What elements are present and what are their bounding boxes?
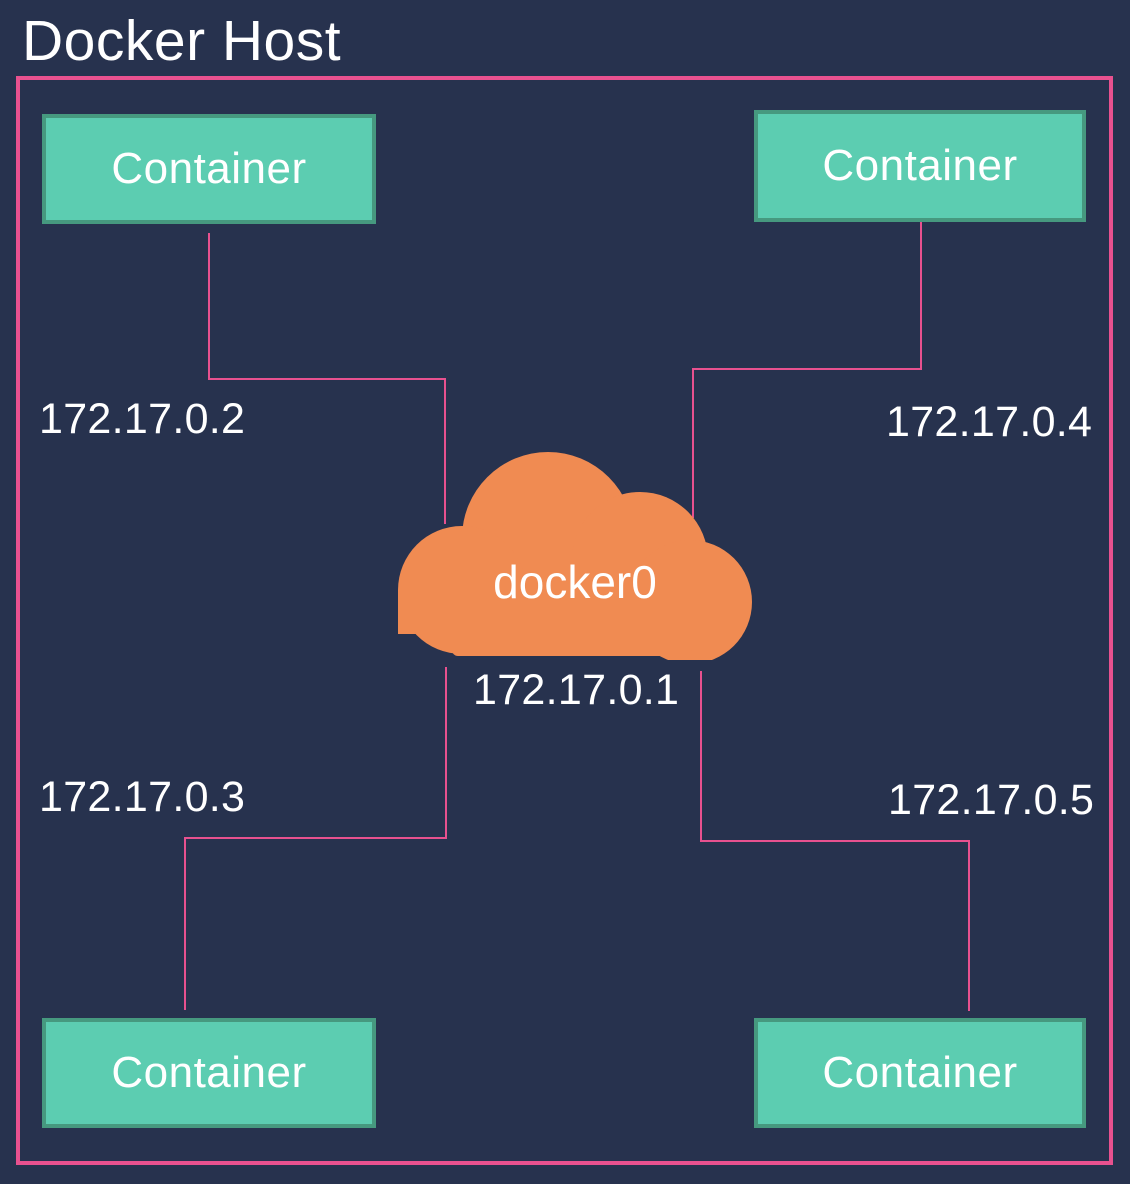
container-label: Container [111,144,307,193]
ip-label-bottom-right: 172.17.0.5 [888,776,1095,824]
cloud-icon [398,452,752,660]
container-label: Container [111,1048,307,1097]
ip-label-top-right: 172.17.0.4 [886,398,1093,446]
link-bottom-right [700,671,970,1011]
docker-host-title: Docker Host [22,9,342,73]
container-top-left[interactable]: Container [42,114,376,224]
container-bottom-right[interactable]: Container [754,1018,1086,1128]
link-top-right [692,222,922,518]
container-bottom-left[interactable]: Container [42,1018,376,1128]
ip-label-top-left: 172.17.0.2 [39,395,246,443]
link-bottom-left [184,667,447,1010]
container-label: Container [822,1048,1018,1097]
bridge-name: docker0 [493,556,657,608]
link-top-left [208,233,446,524]
docker-host-frame [16,76,1113,1165]
container-label: Container [822,141,1018,190]
container-top-right[interactable]: Container [754,110,1086,222]
ip-label-bottom-left: 172.17.0.3 [39,773,246,821]
bridge-ip: 172.17.0.1 [473,666,680,714]
